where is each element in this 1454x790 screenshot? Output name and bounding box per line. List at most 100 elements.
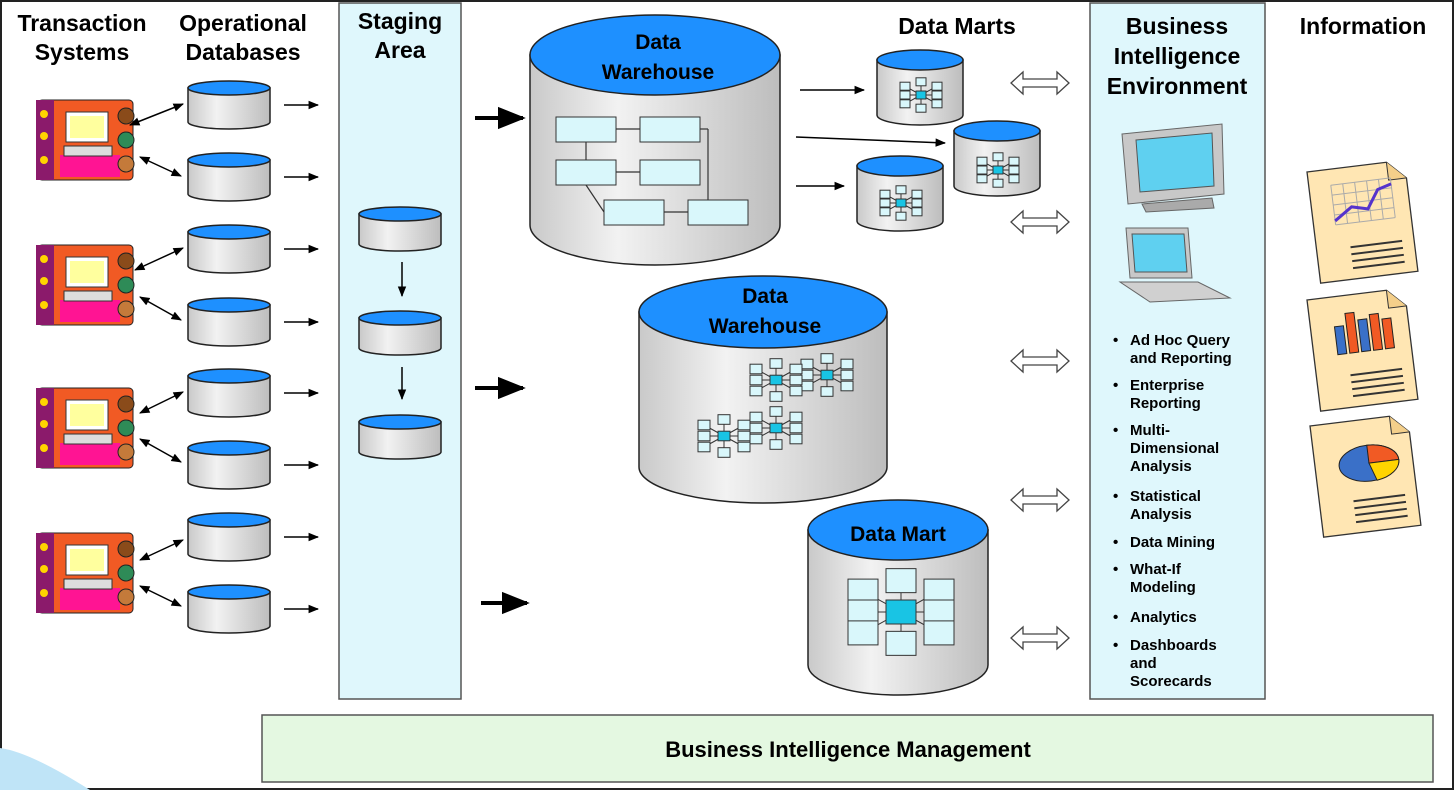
star-schema: [749, 406, 803, 450]
warehouse-middle-title-line1: Data: [742, 285, 788, 308]
report-bar: [1381, 317, 1396, 350]
star-node: [915, 103, 927, 113]
star-schema: [749, 358, 803, 402]
report-grid-line: [1335, 217, 1396, 226]
report-text-line: [1352, 253, 1404, 263]
star-node: [769, 439, 783, 450]
star-node: [840, 369, 854, 381]
header-data-marts: Data Marts: [898, 13, 1016, 39]
terminal-base-stripe: [60, 300, 120, 322]
star-node: [931, 81, 943, 91]
terminal-keyboard: [63, 433, 113, 445]
warehouse-to-mart-arrow: [795, 136, 947, 147]
star-node: [931, 99, 943, 109]
star-node: [749, 433, 763, 445]
report-fold: [1385, 162, 1407, 181]
star-node: [923, 578, 955, 604]
star-node: [769, 406, 783, 417]
star-node: [789, 363, 803, 375]
star-hub-node: [717, 430, 731, 442]
terminal-badge: [117, 395, 135, 413]
star-node: [789, 433, 803, 445]
laptop-keyboard: [1118, 281, 1232, 303]
bi-list-item-line: Analysis: [1130, 506, 1192, 523]
terminal-db-link-arrow: [139, 539, 184, 561]
terminal-badge: [117, 564, 135, 582]
report-bar: [1357, 318, 1372, 353]
report-grid-line: [1377, 179, 1384, 220]
terminal-dot: [40, 543, 48, 551]
cylinder-top: [187, 512, 271, 528]
star-node: [840, 380, 854, 392]
header-bi-environment-line2: Intelligence: [1114, 43, 1241, 69]
star-schema: [976, 152, 1020, 188]
bi-device-icons-group: [1118, 123, 1232, 303]
bi-exchange-double-arrow: [1010, 209, 1070, 235]
star-node: [800, 380, 814, 392]
terminal-dot: [40, 420, 48, 428]
star-node: [737, 441, 751, 453]
terminal-badge: [117, 300, 135, 318]
star-node: [749, 385, 763, 397]
cylinder-top: [638, 275, 888, 349]
cylinder-top: [529, 14, 781, 96]
report-text-line: [1355, 514, 1408, 524]
star-node: [717, 447, 731, 458]
cylinder-body: [358, 317, 442, 356]
bi-management-label: Business Intelligence Management: [665, 737, 1031, 762]
report-fold: [1388, 416, 1410, 435]
star-node: [931, 90, 943, 100]
transaction-systems-group: [36, 99, 135, 614]
star-hub-node: [895, 198, 907, 208]
star-node: [885, 630, 917, 656]
terminal-dot: [40, 255, 48, 263]
terminal-dot: [40, 277, 48, 285]
terminal-keyboard: [63, 145, 113, 157]
star-node: [769, 391, 783, 402]
bi-management-panel: [261, 714, 1434, 783]
cylinder-top: [876, 49, 964, 71]
report-pie-slice: [1366, 444, 1400, 464]
terminal-base-stripe: [60, 588, 120, 610]
operational-databases-group: [187, 80, 271, 634]
bi-list-bullet: •: [1113, 488, 1118, 505]
warehouse-top-title-line1: Data: [635, 31, 681, 54]
bi-list-bullet: •: [1113, 609, 1118, 626]
cylinder-body: [187, 159, 271, 202]
terminal-badge: [117, 252, 135, 270]
report-bar: [1333, 325, 1348, 356]
warehouse-middle-title-line2: Warehouse: [709, 315, 821, 338]
star-node: [749, 363, 763, 375]
star-node: [789, 411, 803, 423]
star-node: [1008, 165, 1020, 175]
data-warehouse-middle-cylinder: [638, 275, 888, 504]
data-warehouse-top-cylinder: [529, 14, 781, 266]
cylinder-top: [856, 155, 944, 177]
cylinder-body: [187, 87, 271, 130]
bi-list-item-line: and Reporting: [1130, 350, 1232, 367]
star-node: [885, 568, 917, 594]
warehouse-table-box: [603, 199, 665, 226]
flow-arrows-group: [129, 70, 1070, 651]
staging-database-icon: [358, 310, 442, 356]
bi-list-item-line: Statistical: [1130, 488, 1201, 505]
warehouse-table-box: [555, 159, 617, 186]
bi-list-bullet: •: [1113, 332, 1118, 349]
cylinder-top: [807, 499, 989, 561]
star-node: [749, 411, 763, 423]
terminal-db-link-arrow: [129, 103, 184, 126]
star-node: [899, 90, 911, 100]
line-chart-report-icon: [1306, 161, 1419, 284]
star-node: [923, 599, 955, 625]
operational-database-icon: [187, 440, 271, 490]
bi-environment-panel: [1089, 2, 1266, 700]
report-line-series: [1334, 182, 1392, 223]
bi-exchange-double-arrow: [1010, 70, 1070, 96]
information-reports-group: [1306, 161, 1422, 538]
star-node: [1008, 174, 1020, 184]
computer-terminal-icon: [36, 99, 135, 181]
cylinder-body: [358, 421, 442, 460]
warehouse-table-link: [585, 184, 605, 213]
star-node: [899, 81, 911, 91]
